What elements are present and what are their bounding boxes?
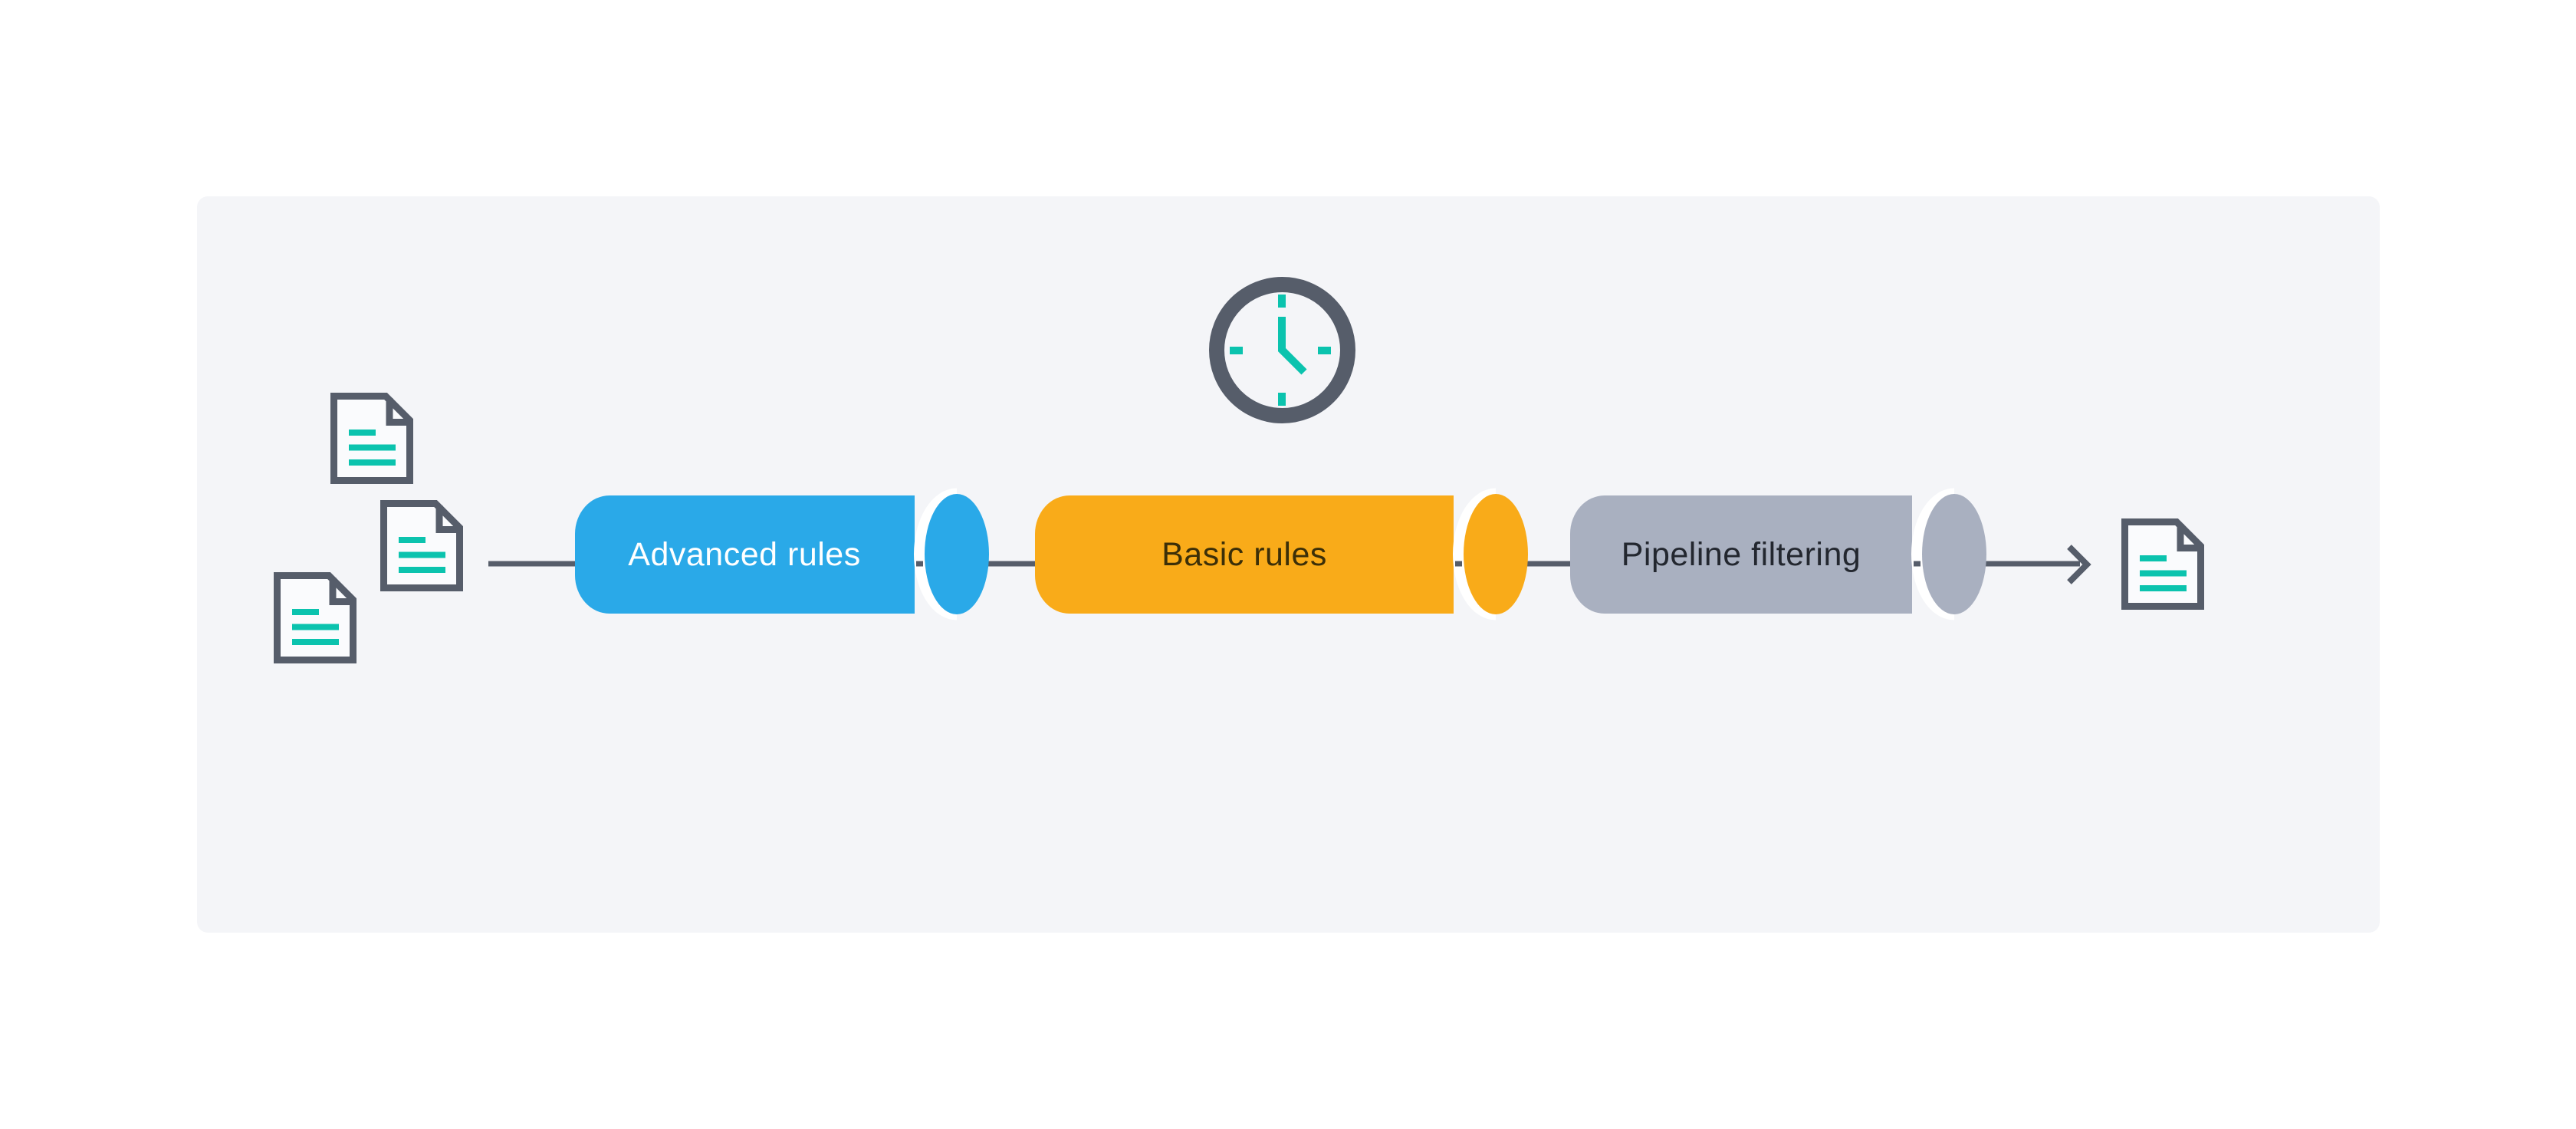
cylinder-body — [1570, 495, 1912, 614]
document-icon — [334, 397, 410, 481]
cylinder-body — [575, 495, 915, 614]
cylinder-cap-gap — [1453, 488, 1497, 620]
clock-face — [1209, 277, 1355, 423]
cylinder-cap — [925, 494, 989, 614]
stage-pipeline-filtering: Pipeline filtering — [1570, 488, 1986, 620]
arrow-head-icon — [2067, 545, 2091, 584]
cylinder-cap-gap — [914, 488, 958, 620]
clock-hands — [1278, 317, 1307, 375]
stage-advanced-rules: Advanced rules — [575, 488, 989, 620]
document-icon — [2125, 522, 2201, 607]
cylinder-cap-gap — [1911, 488, 1955, 620]
stage-label: Pipeline filtering — [1622, 536, 1861, 573]
cylinder-body — [1035, 495, 1454, 614]
stage-basic-rules: Basic rules — [1035, 488, 1528, 620]
clock-ticks — [1230, 295, 1331, 406]
cylinder-cap — [1922, 494, 1986, 614]
document-icon — [384, 504, 460, 588]
stage-label: Basic rules — [1162, 536, 1327, 573]
document-icon — [278, 576, 353, 660]
clock-icon — [1209, 277, 1355, 423]
cylinder-cap — [1464, 494, 1528, 614]
stage-label: Advanced rules — [628, 536, 860, 573]
